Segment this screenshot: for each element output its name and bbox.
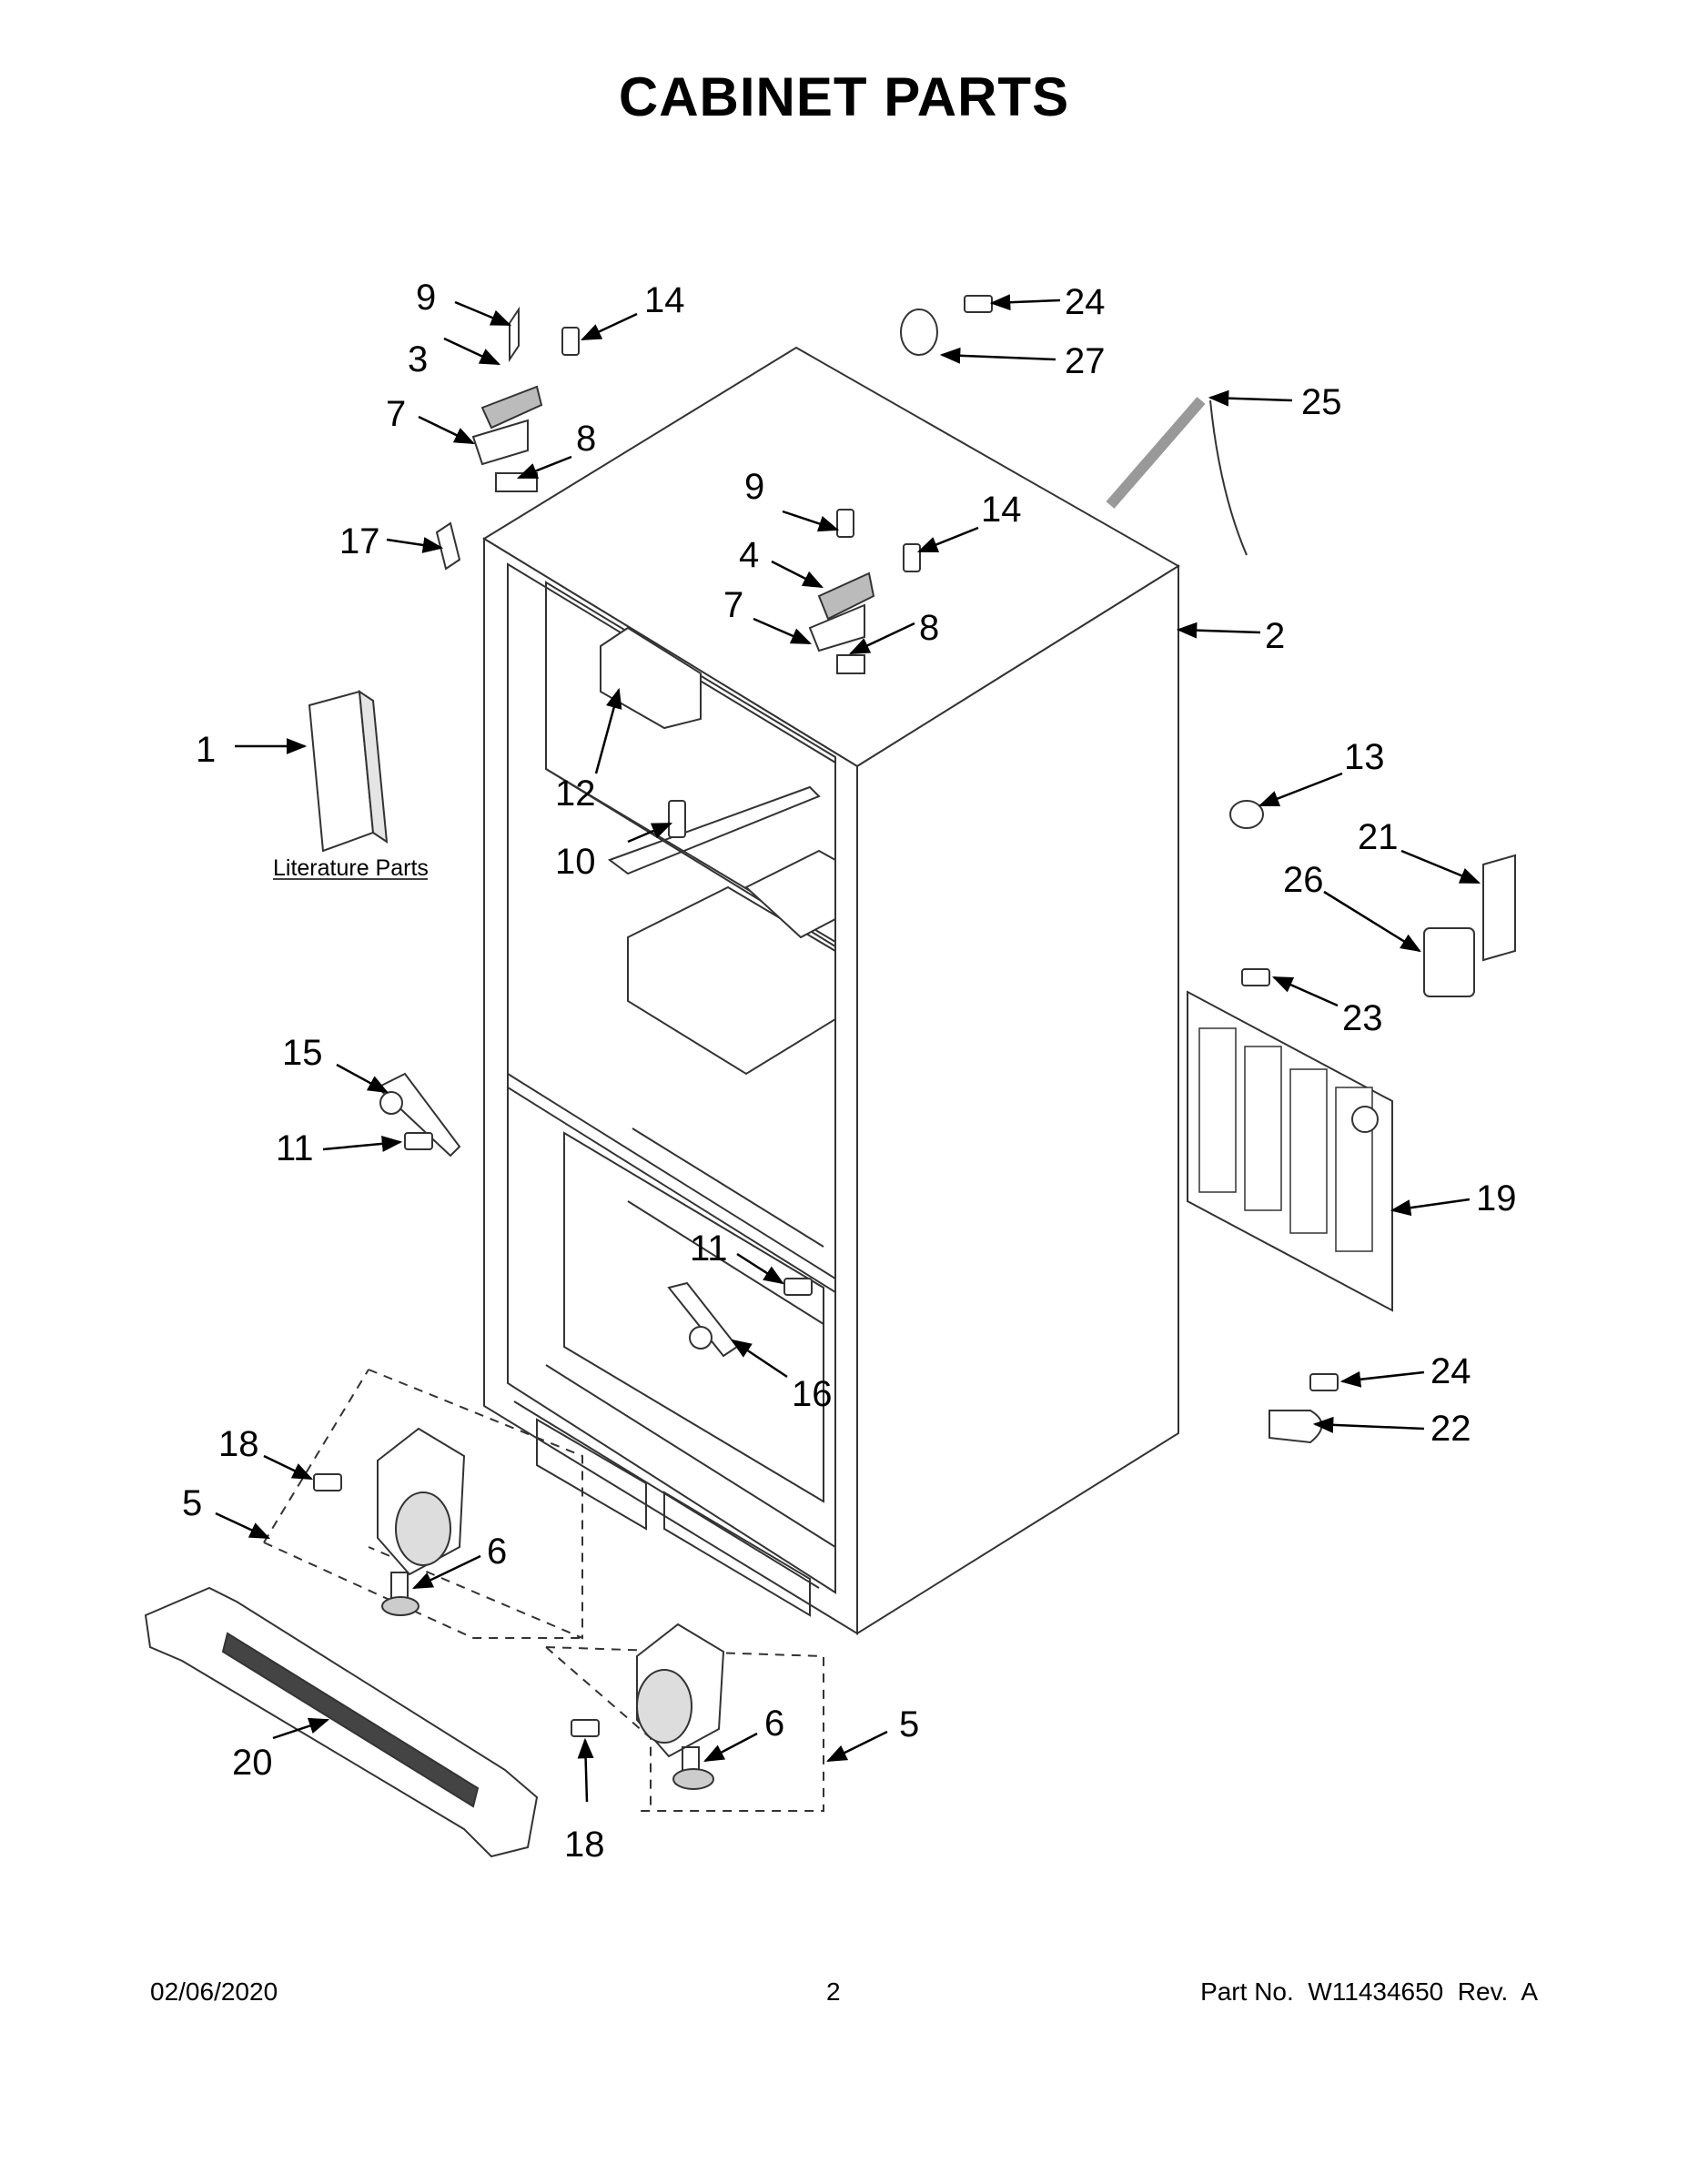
- callout-24-bottom: 24: [1430, 1351, 1471, 1391]
- callout-23: 23: [1342, 998, 1383, 1038]
- callout-11-center: 11: [690, 1228, 728, 1269]
- callout-25: 25: [1301, 382, 1342, 422]
- callout-20: 20: [232, 1743, 273, 1783]
- callout-8-center: 8: [919, 608, 939, 648]
- cabinet: [482, 346, 1180, 1635]
- callout-3: 3: [408, 339, 428, 379]
- callout-2: 2: [1265, 616, 1285, 656]
- callout-18-right: 18: [564, 1825, 605, 1865]
- leader-arrows: [215, 294, 1481, 1803]
- callout-9-top-left: 9: [416, 278, 436, 318]
- callout-7-center: 7: [723, 585, 743, 625]
- callout-8-top-left: 8: [576, 419, 596, 459]
- callout-numbers: 9 14 24 3 27 25 7 8 17 9 14 4 7 8 2 1 12…: [182, 278, 1517, 1865]
- callout-10: 10: [555, 842, 596, 882]
- callout-17: 17: [339, 521, 380, 561]
- small-parts: [376, 295, 1516, 1444]
- callout-19: 19: [1476, 1178, 1517, 1218]
- footer-page-number: 2: [826, 1977, 841, 2006]
- callout-7-top-left: 7: [386, 394, 406, 434]
- callout-5-right: 5: [899, 1704, 919, 1744]
- literature-parts-label: Literature Parts: [273, 855, 429, 881]
- footer-date: 02/06/2020: [150, 1977, 278, 2006]
- callout-18-left: 18: [218, 1424, 259, 1464]
- callout-4: 4: [739, 535, 759, 575]
- callout-5-left: 5: [182, 1483, 202, 1523]
- callout-27: 27: [1065, 341, 1106, 381]
- footer-part-number: Part No. W11434650 Rev. A: [1200, 1977, 1538, 2006]
- callout-24-top: 24: [1065, 282, 1106, 322]
- callout-15: 15: [282, 1033, 323, 1073]
- callout-6-right: 6: [764, 1704, 784, 1744]
- callout-1: 1: [196, 730, 216, 770]
- callout-16: 16: [792, 1374, 833, 1414]
- callout-21: 21: [1358, 817, 1399, 857]
- callout-14-top-left: 14: [644, 280, 685, 320]
- page-title: CABINET PARTS: [618, 66, 1070, 127]
- callout-22: 22: [1430, 1409, 1471, 1449]
- base-grille: [144, 1586, 539, 1858]
- callout-12: 12: [555, 774, 596, 814]
- callout-14-center: 14: [981, 490, 1022, 530]
- callout-13: 13: [1344, 737, 1385, 777]
- callout-6-left: 6: [487, 1532, 507, 1572]
- literature-box: Literature Parts: [273, 689, 429, 881]
- callout-26: 26: [1283, 860, 1324, 900]
- roller-assemblies: [263, 1369, 824, 1812]
- callout-11-left: 11: [276, 1128, 314, 1168]
- callout-9-center: 9: [744, 467, 764, 507]
